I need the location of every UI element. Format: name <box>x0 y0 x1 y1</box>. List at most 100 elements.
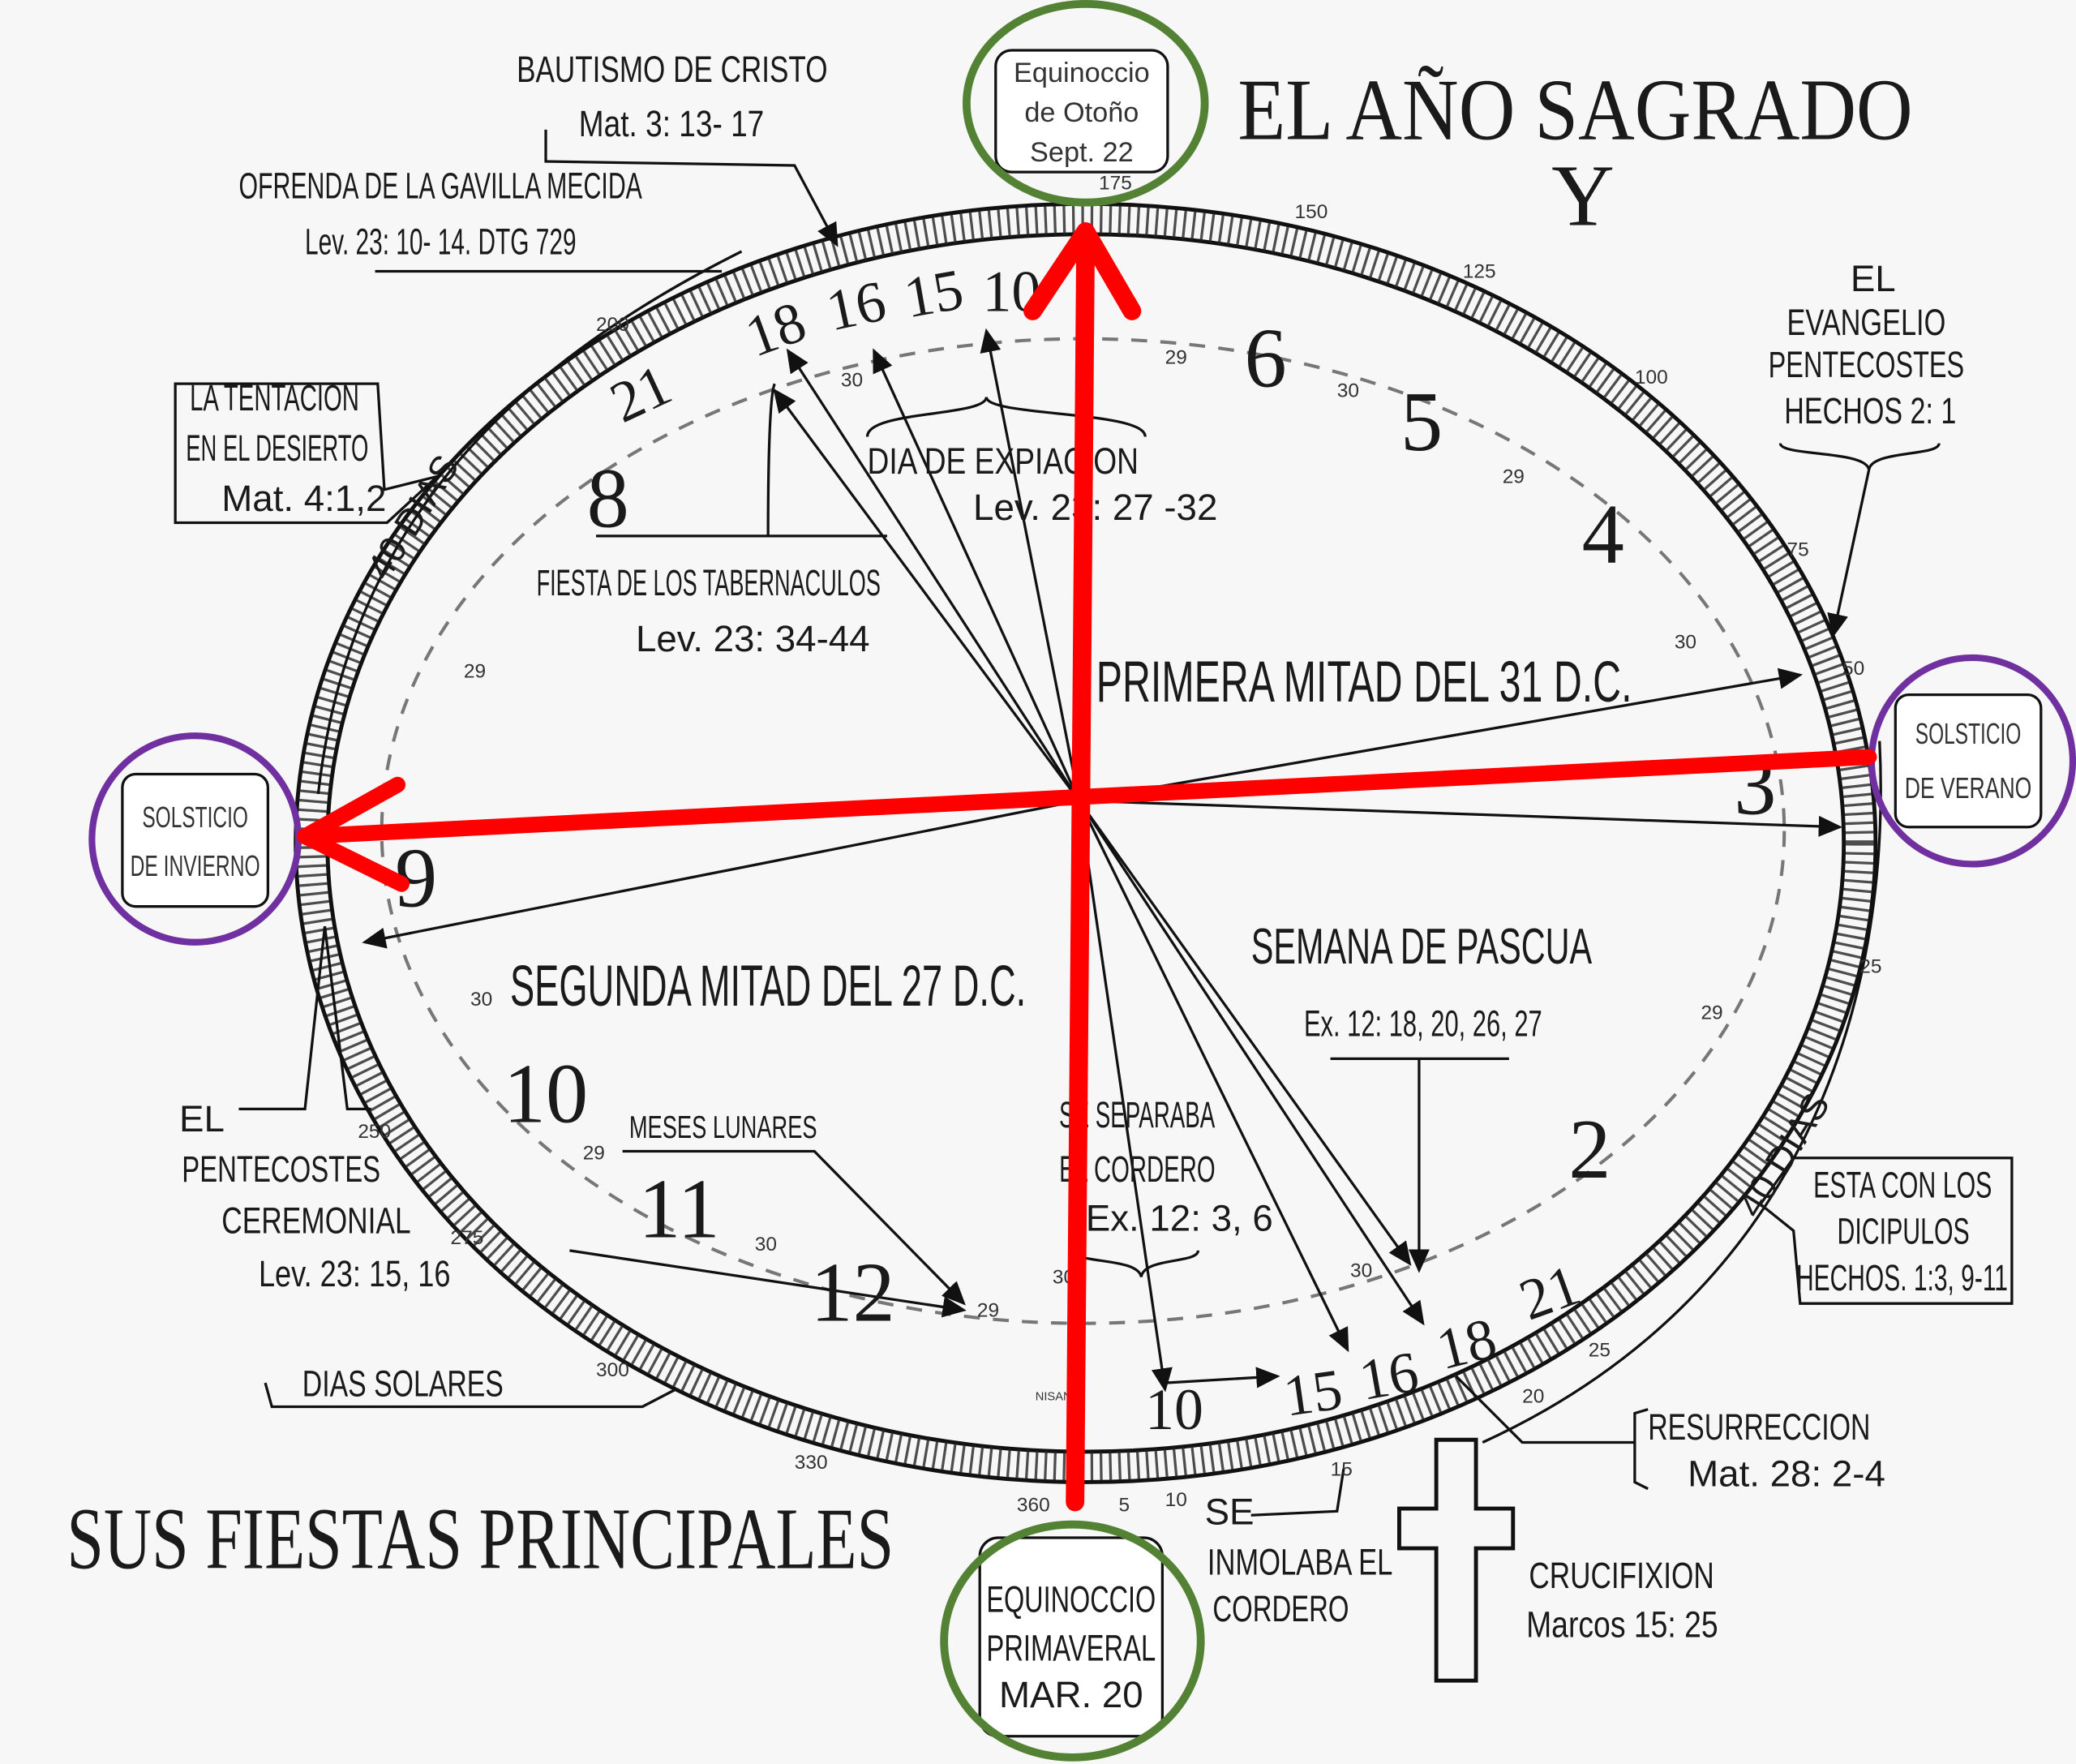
month-number: 11 <box>638 1162 720 1256</box>
day-number: 18 <box>1430 1305 1503 1382</box>
tick-label: 150 <box>1295 201 1328 223</box>
lunar-tick-labels: 29 30 29 30 29 30 29 30 29 30 29 30 <box>464 347 1723 1322</box>
label-expiacion: DIA DE EXPIACION Lev. 23: 27 -32 <box>865 396 1217 528</box>
tick-label: 125 <box>1463 261 1496 283</box>
day-number: 21 <box>601 352 681 436</box>
label-bautismo: BAUTISMO DE CRISTO Mat. 3: 13- 17 <box>517 49 839 247</box>
label-text: Lev. 23: 34-44 <box>636 618 870 659</box>
marker-text: SOLSTICIO <box>142 800 248 834</box>
label-tabernaculos: FIESTA DE LOS TABERNACULOS Lev. 23: 34-4… <box>537 383 887 659</box>
tick-label: 100 <box>1635 367 1668 388</box>
label-text: CRUCIFIXION <box>1529 1555 1714 1597</box>
tick-label: 29 <box>464 660 486 682</box>
tick-label: 30 <box>470 989 492 1011</box>
label-text: ESTA CON LOS <box>1813 1165 1992 1207</box>
marker-text: PRIMAVERAL <box>986 1629 1156 1670</box>
marker-text: de Otoño <box>1024 97 1139 128</box>
tick-label: 29 <box>1165 347 1187 369</box>
marker-text: SOLSTICIO <box>1915 717 2022 750</box>
label-evangelio: EL EVANGELIO PENTECOSTES HECHOS 2: 1 <box>1769 258 1964 635</box>
tick-label: 50 <box>1842 658 1864 680</box>
label-text: EN EL DESIERTO <box>186 427 368 469</box>
tick-label: 360 <box>1017 1494 1050 1516</box>
label-text: Lev. 23: 27 -32 <box>973 487 1217 528</box>
tick-label: 29 <box>1701 1002 1722 1024</box>
label-primera-mitad: PRIMERA MITAD DEL 31 D.C. <box>1096 649 1632 714</box>
day-number: 21 <box>1511 1252 1588 1333</box>
tick-label: 250 <box>358 1121 391 1143</box>
label-resurreccion: RESURRECCION Mat. 28: 2-4 <box>1455 1375 1885 1494</box>
label-text: OFRENDA DE LA GAVILLA MECIDA <box>238 166 642 208</box>
label-text: Lev. 23: 15, 16 <box>259 1253 451 1294</box>
tick-label: 25 <box>1859 955 1881 977</box>
autumn-equinox-marker: Equinoccio de Otoño Sept. 22 <box>994 49 1169 174</box>
label-text: Lev. 23: 10- 14. DTG 729 <box>305 221 577 263</box>
day-numbers-top: 18 16 15 10 21 <box>601 256 1041 436</box>
spring-equinox-marker: EQUINOCCIO PRIMAVERAL MAR. 20 <box>978 1536 1165 1738</box>
tick-label: 30 <box>1675 632 1696 654</box>
tick-label: 10 <box>1165 1489 1187 1511</box>
label-inmolaba: SE INMOLABA EL CORDERO <box>1205 1468 1392 1630</box>
label-text: SEMANA DE PASCUA <box>1251 919 1593 975</box>
marker-text: DE VERANO <box>1905 771 2032 805</box>
tick-label: 29 <box>1503 466 1525 488</box>
tick-label: 175 <box>1099 172 1132 194</box>
tick-label: 30 <box>841 369 863 391</box>
label-text: HECHOS 2: 1 <box>1784 390 1956 431</box>
marker-text: EQUINOCCIO <box>986 1579 1156 1620</box>
month-number: 5 <box>1400 375 1443 469</box>
day-number: 15 <box>899 256 968 330</box>
tick-label: 30 <box>755 1234 777 1255</box>
day-number: 15 <box>1280 1357 1346 1429</box>
tick-label: 275 <box>451 1227 484 1249</box>
winter-solstice-marker: SOLSTICIO DE INVIERNO <box>121 772 270 908</box>
tick-label: 300 <box>596 1359 629 1381</box>
month-number: 3 <box>1734 738 1776 832</box>
radial-lines <box>362 328 1843 1393</box>
marker-text: DE INVIERNO <box>131 849 260 882</box>
label-text: EL <box>179 1098 225 1140</box>
label-text: DIAS SOLARES <box>302 1363 504 1404</box>
label-text: Mat. 28: 2-4 <box>1688 1453 1885 1494</box>
label-crucifixion: CRUCIFIXION Marcos 15: 25 <box>1526 1555 1718 1646</box>
title-line-2: Y <box>1551 148 1615 244</box>
day-number: 18 <box>737 289 814 370</box>
label-gavilla: OFRENDA DE LA GAVILLA MECIDA Lev. 23: 10… <box>238 166 723 273</box>
nisan-label: NISAN <box>1036 1390 1072 1403</box>
label-pascua: SEMANA DE PASCUA Ex. 12: 18, 20, 26, 27 <box>1251 919 1593 1271</box>
marker-text: Sept. 22 <box>1030 137 1134 168</box>
label-text: Ex. 12: 18, 20, 26, 27 <box>1304 1004 1542 1045</box>
ring-tick-labels: 150 125 100 75 50 25 200 175 250 275 300… <box>358 172 1881 1516</box>
label-text: DIA DE EXPIACION <box>868 440 1139 482</box>
month-numbers: 2 3 4 5 6 8 9 10 11 12 <box>395 311 1776 1339</box>
label-text: EL <box>1851 258 1896 299</box>
label-text: Mat. 4:1,2 <box>221 478 386 519</box>
tick-label: 30 <box>1350 1260 1372 1282</box>
summer-solstice-marker: SOLSTICIO DE VERANO <box>1894 693 2043 829</box>
label-text: Marcos 15: 25 <box>1526 1603 1718 1645</box>
forty-days-band-right <box>1482 740 1882 1444</box>
horizontal-red-arrow <box>297 749 1877 892</box>
label-text: PENTECOSTES <box>1769 345 1964 386</box>
label-meses-lunares: MESES LUNARES <box>622 1109 966 1306</box>
spring-equinox-highlight-circle <box>940 1520 1205 1762</box>
label-text: BAUTISMO DE CRISTO <box>517 49 827 91</box>
label-tentacion: LA TENTACION EN EL DESIERTO Mat. 4:1,2 <box>174 377 439 525</box>
day-number: 16 <box>821 268 891 343</box>
month-number: 12 <box>810 1245 894 1339</box>
day-number: 10 <box>1145 1377 1203 1442</box>
month-number: 4 <box>1582 487 1624 581</box>
tick-label: 25 <box>1589 1339 1611 1361</box>
marker-text: MAR. 20 <box>999 1674 1143 1715</box>
label-text: HECHOS. 1:3, 9-11 <box>1796 1258 2008 1299</box>
label-pentecostes-ceremonial: EL PENTECOSTES CEREMONIAL Lev. 23: 15, 1… <box>179 925 451 1294</box>
label-text: EVANGELIO <box>1787 301 1946 343</box>
month-number: 2 <box>1568 1102 1611 1196</box>
vertical-red-arrow <box>1023 222 1142 1512</box>
tick-label: 29 <box>977 1299 999 1321</box>
label-text: CORDERO <box>1212 1589 1349 1630</box>
tick-label: 330 <box>795 1452 828 1474</box>
tick-label: 75 <box>1787 539 1809 560</box>
